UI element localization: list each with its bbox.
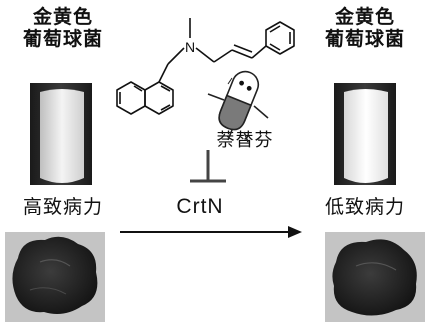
- left-title-line1: 金黄色: [32, 6, 93, 28]
- process-arrow: [120, 226, 302, 238]
- pill-character-icon: [207, 70, 269, 143]
- right-title-line1: 金黄色: [334, 6, 395, 28]
- right-title-line2: 葡萄球菌: [324, 28, 405, 50]
- naftifine-structure: [116, 18, 295, 115]
- right-tube: [334, 83, 396, 185]
- left-title-line2: 葡萄球菌: [22, 28, 103, 50]
- left-organ-photo: [5, 232, 105, 322]
- left-bacteria-title: 金黄色 葡萄球菌: [8, 6, 118, 50]
- left-tube: [30, 83, 92, 185]
- nitrogen-atom: N: [185, 39, 195, 55]
- enzyme-label: CrtN: [176, 195, 224, 218]
- right-organ-photo: [325, 232, 425, 322]
- inhibition-symbol: [190, 150, 226, 183]
- high-virulence-label: 高致病力: [22, 196, 103, 218]
- low-virulence-label: 低致病力: [324, 196, 405, 218]
- right-bacteria-title: 金黄色 葡萄球菌: [310, 6, 420, 50]
